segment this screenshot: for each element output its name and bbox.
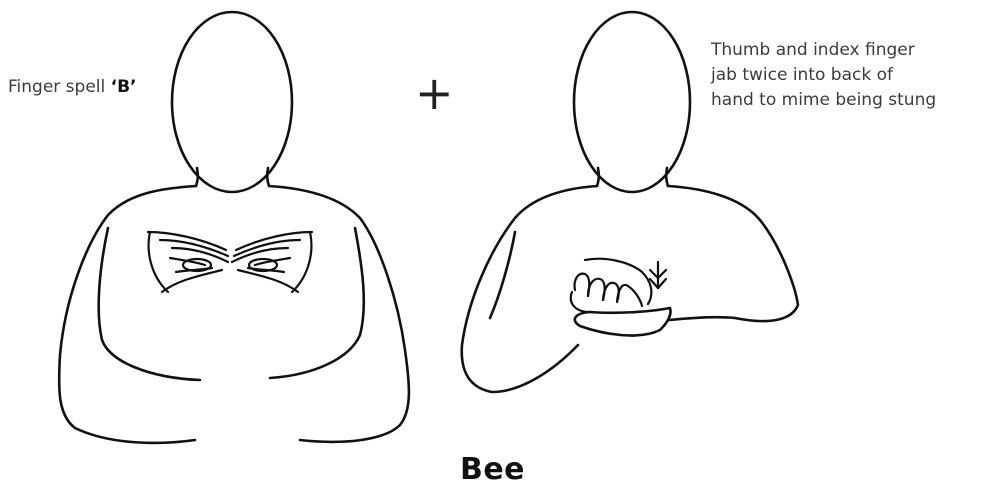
forearm-right-inner [270, 228, 364, 378]
forearm-right-fig-right [670, 317, 735, 320]
step2-line-1: Thumb and index finger [711, 38, 981, 63]
step1-instruction: Finger spell ‘B’ [8, 75, 137, 100]
step2-line-2: jab twice into back of [711, 63, 981, 88]
sign-word-caption: Bee [0, 452, 985, 487]
step2-line-3: hand to mime being stung [711, 88, 981, 113]
arm-right-fig-left-outer [462, 186, 597, 392]
arm-left-outer [59, 186, 196, 443]
step1-prefix: Finger spell [8, 77, 111, 97]
neck-right-a [597, 168, 599, 186]
arm-right-outer [269, 186, 409, 442]
neck-right-b [666, 168, 668, 186]
head-left [172, 12, 292, 192]
hand-right [232, 232, 312, 292]
jabbing-hand [571, 259, 652, 312]
forearm-right-fig-left [490, 232, 515, 318]
head-right [574, 12, 690, 192]
step1-letter: ‘B’ [111, 77, 137, 97]
neck-left-right [267, 168, 269, 186]
hand-left [148, 232, 228, 292]
arm-right-fig-right-outer [668, 186, 798, 321]
double-down-arrow-icon [650, 262, 666, 288]
step2-instruction: Thumb and index finger jab twice into ba… [711, 38, 981, 113]
plus-joiner: + [415, 68, 454, 118]
neck-left [196, 168, 198, 186]
